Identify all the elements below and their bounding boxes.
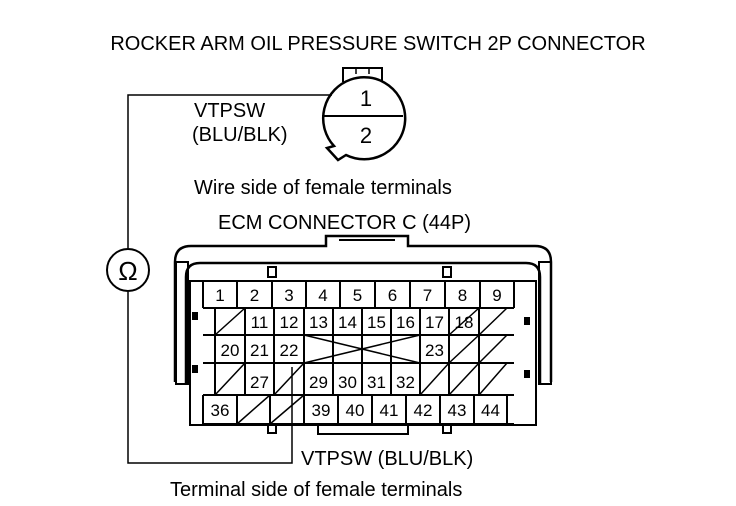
terminal-16: 16 bbox=[396, 313, 415, 332]
terminal-31: 31 bbox=[367, 373, 386, 392]
terminal-42: 42 bbox=[414, 401, 433, 420]
unused-cross bbox=[303, 334, 421, 364]
ecm-title: ECM CONNECTOR C (44P) bbox=[218, 212, 471, 234]
terminal-6: 6 bbox=[388, 286, 397, 305]
ohmmeter-circle bbox=[106, 248, 150, 292]
terminal-12: 12 bbox=[280, 313, 299, 332]
empty-cavity-slash bbox=[478, 334, 508, 364]
terminal-29: 29 bbox=[309, 373, 328, 392]
empty-cavity-slash bbox=[269, 394, 305, 425]
terminal-15: 15 bbox=[367, 313, 386, 332]
ohm-icon: Ω bbox=[118, 256, 137, 286]
empty-cavity-slash bbox=[478, 362, 508, 396]
terminal-20: 20 bbox=[221, 341, 240, 360]
terminal-13: 13 bbox=[309, 313, 328, 332]
terminal-44: 44 bbox=[481, 401, 500, 420]
empty-cavity-slash bbox=[236, 394, 271, 425]
terminal-23: 23 bbox=[425, 341, 444, 360]
ohmmeter: Ω bbox=[106, 248, 150, 292]
switch-pin-2: 2 bbox=[360, 123, 372, 148]
terminal-2: 2 bbox=[250, 286, 259, 305]
terminal-9: 9 bbox=[492, 286, 501, 305]
ecm-probe-wire-label: VTPSW (BLU/BLK) bbox=[301, 448, 473, 470]
terminal-41: 41 bbox=[380, 401, 399, 420]
switch-wire-label: VTPSW bbox=[194, 100, 265, 122]
switch-caption: Wire side of female terminals bbox=[194, 177, 452, 199]
terminal-17: 17 bbox=[425, 313, 444, 332]
terminal-8: 8 bbox=[458, 286, 467, 305]
ecm-44p-connector: 1234567891112131415161718202122232729303… bbox=[173, 234, 553, 435]
test-wires bbox=[127, 94, 332, 464]
terminal-40: 40 bbox=[346, 401, 365, 420]
terminal-4: 4 bbox=[318, 286, 327, 305]
ecm-caption: Terminal side of female terminals bbox=[170, 479, 462, 501]
switch-2p-connector: 1 2 bbox=[321, 67, 407, 162]
terminal-3: 3 bbox=[284, 286, 293, 305]
terminal-14: 14 bbox=[338, 313, 357, 332]
terminal-7: 7 bbox=[423, 286, 432, 305]
terminal-grid: 1234567891112131415161718202122232729303… bbox=[202, 280, 515, 425]
empty-cavity-slash bbox=[448, 307, 480, 336]
empty-cavity-slash bbox=[214, 307, 246, 336]
empty-cavity-slash bbox=[273, 362, 305, 396]
empty-cavity-slash bbox=[478, 307, 508, 336]
empty-cavity-slash bbox=[448, 334, 480, 364]
empty-cavity-slash bbox=[448, 362, 480, 396]
terminal-27: 27 bbox=[250, 373, 269, 392]
terminal-39: 39 bbox=[312, 401, 331, 420]
terminal-1: 1 bbox=[215, 286, 224, 305]
terminal-11: 11 bbox=[251, 313, 269, 332]
empty-cavity-slash bbox=[419, 362, 450, 396]
diagram-title: ROCKER ARM OIL PRESSURE SWITCH 2P CONNEC… bbox=[110, 33, 645, 55]
terminal-30: 30 bbox=[338, 373, 357, 392]
terminal-32: 32 bbox=[396, 373, 415, 392]
terminal-36: 36 bbox=[211, 401, 230, 420]
terminal-22: 22 bbox=[280, 341, 299, 360]
terminal-5: 5 bbox=[353, 286, 362, 305]
terminal-43: 43 bbox=[448, 401, 467, 420]
switch-wire-color: (BLU/BLK) bbox=[192, 124, 288, 146]
switch-pin-1: 1 bbox=[360, 86, 372, 111]
empty-cavity-slash bbox=[214, 362, 246, 396]
terminal-21: 21 bbox=[250, 341, 269, 360]
